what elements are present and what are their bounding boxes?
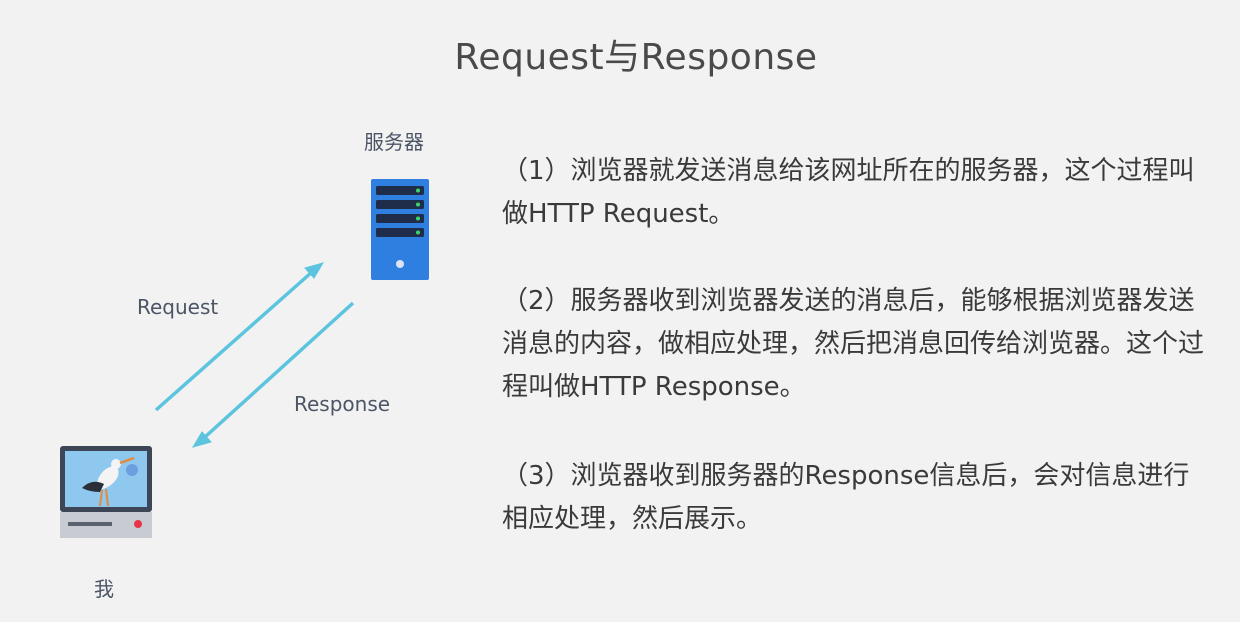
- paragraph-3: （3）浏览器收到服务器的Response信息后，会对信息进行相应处理，然后展示。: [502, 461, 1190, 534]
- paragraph-2: （2）服务器收到浏览器发送的消息后，能够根据浏览器发送消息的内容，做相应处理，然…: [502, 286, 1205, 402]
- computer-icon: [60, 446, 152, 538]
- response-arrow: [191, 301, 355, 448]
- stork-icon: [82, 456, 138, 507]
- request-response-diagram: 服务器 Request Response: [0, 0, 480, 622]
- request-label: Request: [137, 295, 219, 319]
- paragraph-1: （1）浏览器就发送消息给该网址所在的服务器，这个过程叫做HTTP Request…: [502, 156, 1195, 229]
- slide-title: Request与Response: [454, 37, 818, 78]
- arrows: [154, 262, 355, 448]
- server-label: 服务器: [364, 130, 424, 154]
- client-label: 我: [94, 577, 114, 601]
- server-icon: [371, 179, 429, 280]
- explanation-text: （1）浏览器就发送消息给该网址所在的服务器，这个过程叫做HTTP Request…: [502, 150, 1212, 585]
- response-label: Response: [294, 392, 391, 416]
- request-arrow: [154, 262, 325, 412]
